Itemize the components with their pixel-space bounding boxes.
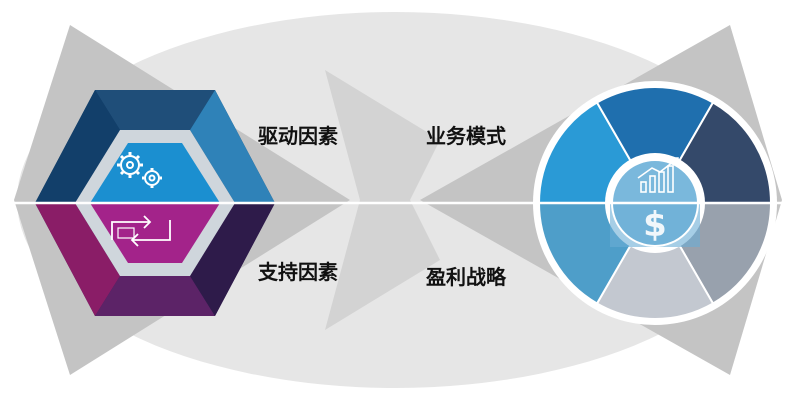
hex-bottom-left-face	[35, 203, 120, 316]
hex-bottom-right-face	[190, 203, 275, 316]
center-band	[325, 70, 440, 330]
label-enablers: 支持因素	[258, 260, 338, 284]
sync-arrows-icon	[111, 215, 171, 247]
hex-right-face	[190, 90, 275, 203]
label-profit-strategy: 盈利战略	[426, 265, 506, 289]
label-drivers: 驱动因素	[258, 124, 338, 148]
hex-top-face	[95, 90, 215, 130]
dollar-icon: $	[643, 205, 667, 245]
circle-segment-5	[595, 200, 715, 320]
growth-chart-icon	[637, 157, 679, 193]
hex-left-face	[35, 90, 120, 203]
circle-segment-2	[595, 86, 715, 206]
hex-inner-bottom	[90, 203, 220, 263]
hex-bottom-face	[95, 276, 215, 316]
circle-center-lower	[610, 202, 700, 247]
svg-text:$: $	[643, 205, 667, 245]
label-business-model: 业务模式	[426, 124, 506, 148]
gears-icon	[117, 152, 162, 188]
hexagon-bottom-half	[35, 203, 275, 316]
